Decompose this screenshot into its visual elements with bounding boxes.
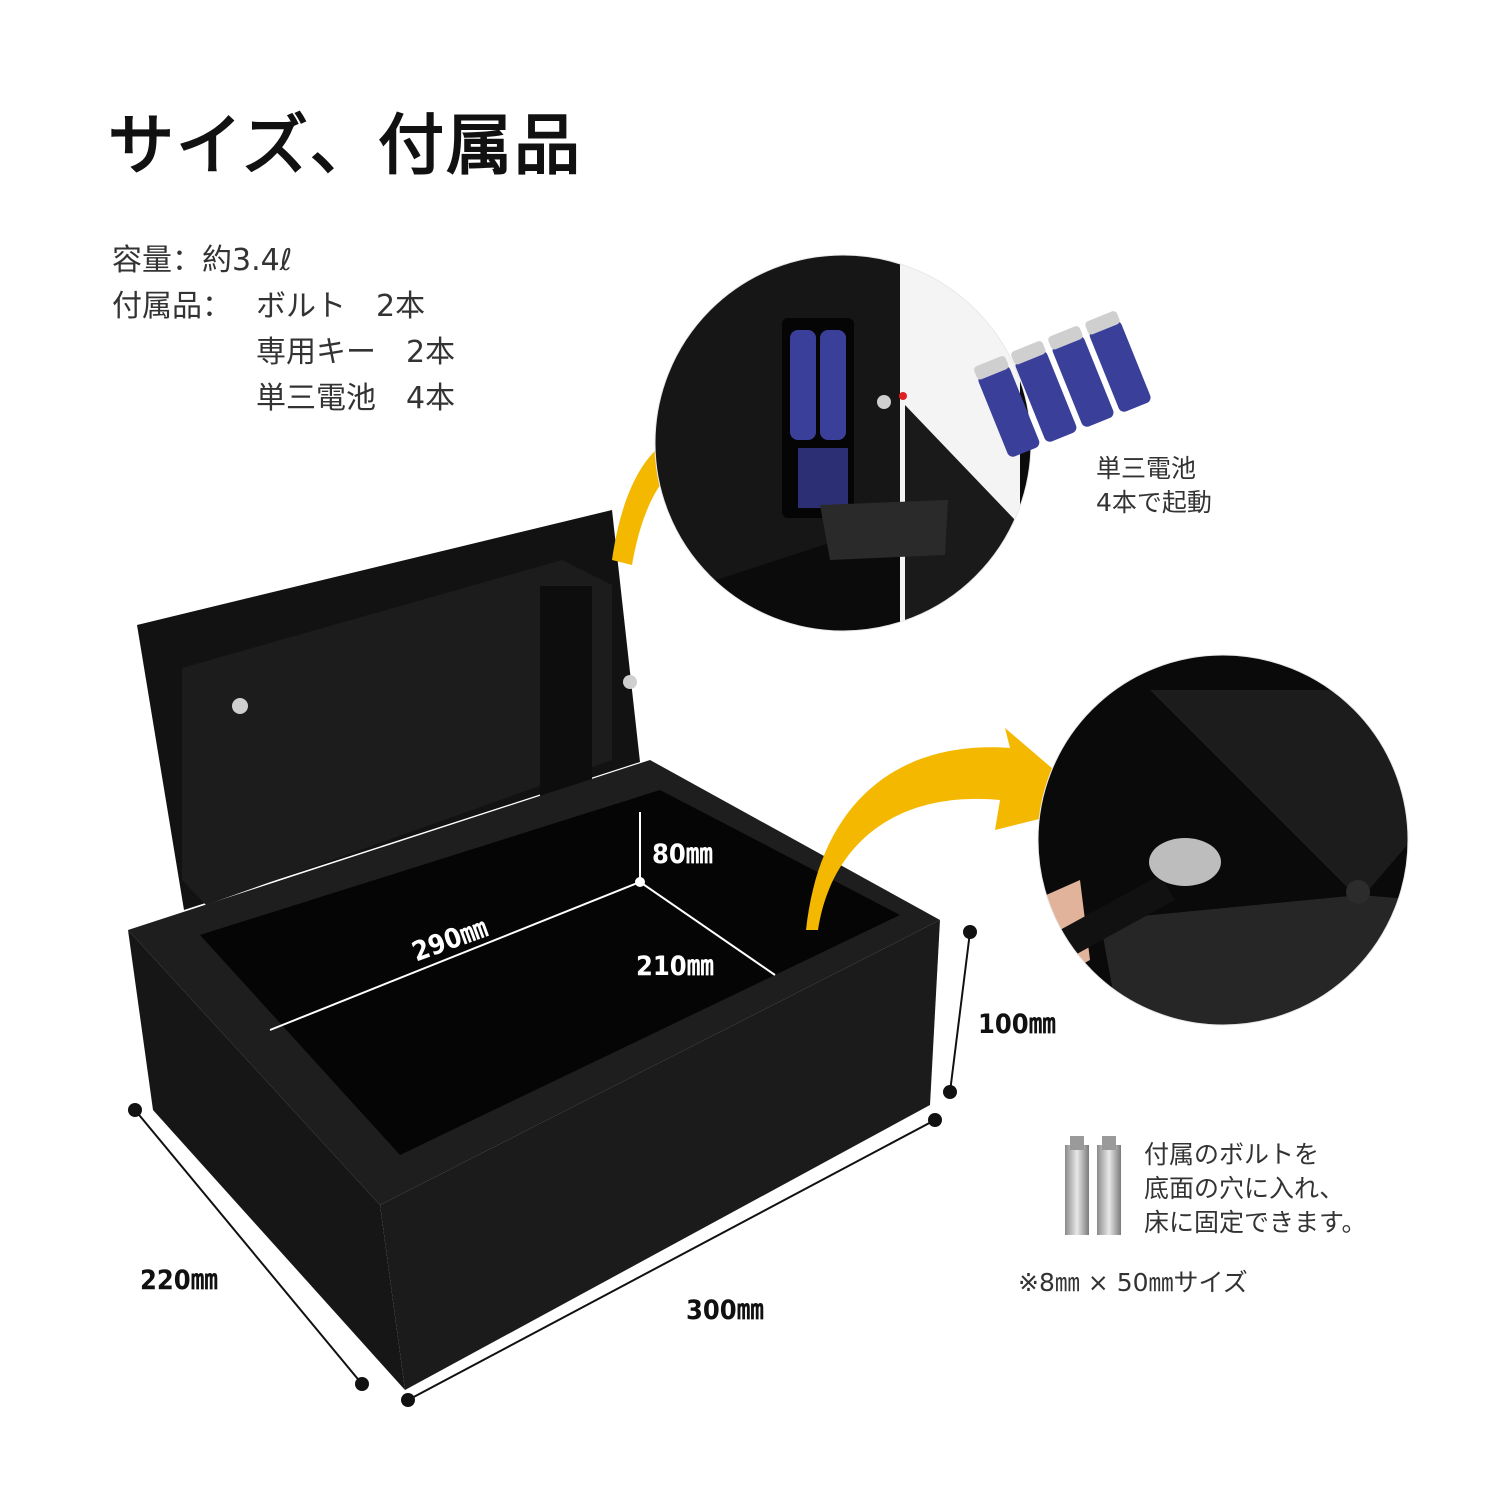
specs-block: 容量：約3.4ℓ 付属品： ボルト 2本 専用キー 2本 単三電池 4本 [112,238,455,422]
exterior-dimension-lines [134,931,971,1401]
accessory-item: 専用キー 2本 [256,335,456,370]
arrow-icon [806,728,1095,930]
page-title: サイズ、付属品 [108,107,583,184]
accessory-item: ボルト 2本 [256,289,426,324]
interior-depth-label: 210㎜ [636,951,714,982]
bolt-icon [1065,1136,1121,1235]
capacity-row: 容量：約3.4ℓ [112,238,455,284]
accessories-row: 付属品： ボルト 2本 [112,284,455,330]
exterior-height-label: 100㎜ [978,1009,1056,1040]
wrench-icon [1060,875,1175,955]
battery-note: 単三電池 4本で起動 [1096,454,1212,517]
capacity-label: 容量： [112,243,202,278]
interior-detail-circle [1038,655,1408,1025]
dimension-dot [635,877,645,887]
battery-icon [790,330,816,440]
aa-batteries-icon [974,311,1151,457]
circle-border [1037,654,1409,1026]
bolt-size-note: ※8㎜ × 50㎜サイズ [1018,1268,1248,1297]
safe-body [128,760,940,1390]
safe-lid [137,510,640,910]
exterior-depth-label: 220㎜ [140,1265,218,1296]
capacity-value: 約3.4ℓ [202,243,293,278]
led-indicator [899,392,907,400]
screw-icon [232,698,248,714]
dimension-endpoints [128,925,977,1407]
screw-icon [877,395,891,409]
interior-dimension-lines [269,812,776,1031]
accessory-item: 単三電池 4本 [256,381,456,416]
interior-height-label: 80㎜ [652,839,713,870]
wrench-head [1149,838,1221,886]
bolt-note: 付属のボルトを 底面の穴に入れ、 床に固定できます。 [1144,1140,1367,1237]
battery-icon [820,330,846,440]
exterior-width-label: 300㎜ [686,1295,764,1326]
screw-icon [623,675,637,689]
accessories-label: 付属品： [112,289,232,324]
